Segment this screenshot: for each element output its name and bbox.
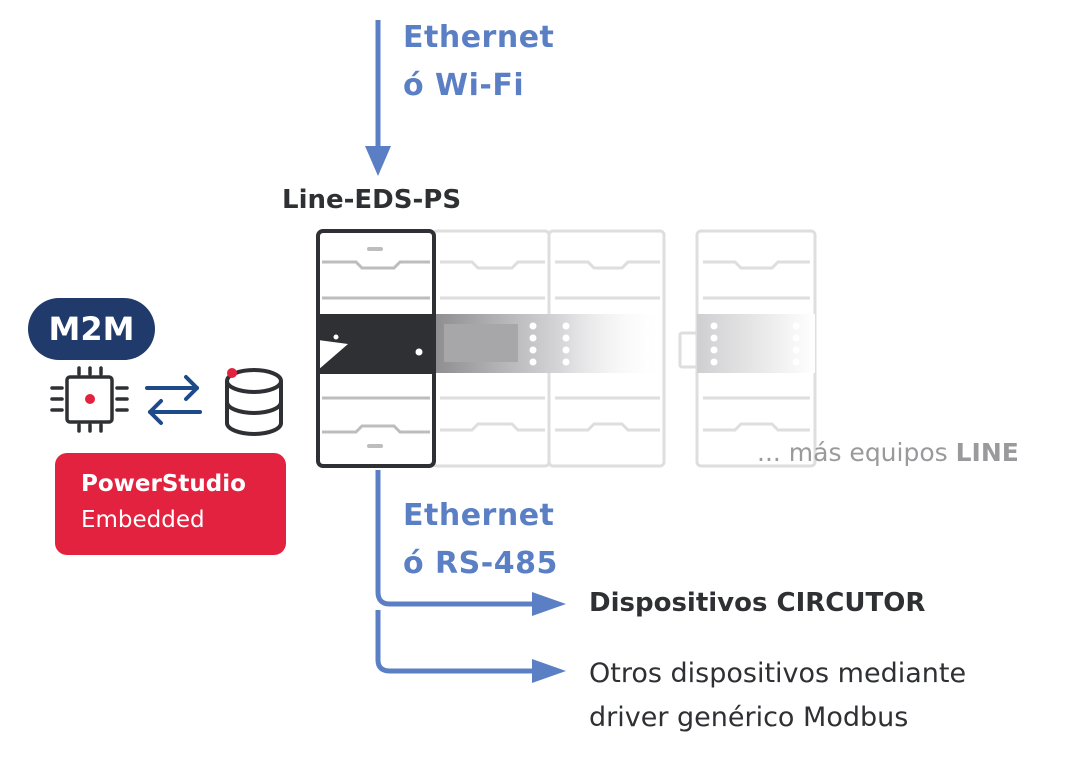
other-devices-line2: driver genérico Modbus <box>589 702 909 733</box>
arrow-head-modbus <box>532 659 566 683</box>
bottom-connection-line2: ó RS-485 <box>403 546 558 581</box>
database-alert-dot <box>227 368 237 378</box>
circutor-devices-label: Dispositivos CIRCUTOR <box>589 588 926 618</box>
more-devices-emphasis: LINE <box>955 438 1019 467</box>
module-display <box>444 324 518 362</box>
powerstudio-embedded-box: PowerStudio Embedded <box>55 453 286 555</box>
bottom-connection-arrows <box>375 470 534 674</box>
m2m-badge: M2M <box>28 298 155 360</box>
top-connection-line2: ó Wi-Fi <box>403 68 525 103</box>
other-devices-line1: Otros dispositivos mediante <box>589 658 967 689</box>
sync-arrows-icon <box>145 375 202 425</box>
bottom-connection-label: Ethernet ó RS-485 <box>403 492 558 588</box>
more-devices-label: ... más equipos LINE <box>757 438 1019 467</box>
powerstudio-subtitle: Embedded <box>81 507 205 533</box>
top-connection-line1: Ethernet <box>403 20 555 55</box>
powerstudio-title: PowerStudio <box>81 471 246 497</box>
device-label: Line-EDS-PS <box>282 185 462 215</box>
more-devices-prefix: ... más equipos <box>757 438 956 467</box>
arrow-head-circutor <box>532 592 566 616</box>
bottom-connection-line1: Ethernet <box>403 498 555 533</box>
chip-core-dot <box>85 394 95 404</box>
top-connection-label: Ethernet ó Wi-Fi <box>403 14 554 110</box>
other-devices-label: Otros dispositivos mediante driver genér… <box>589 652 966 740</box>
database-icon <box>225 368 283 436</box>
line-eds-ps-device <box>316 229 436 468</box>
top-connection-arrow <box>365 20 391 176</box>
chip-icon <box>50 366 129 433</box>
module-leds <box>529 322 800 366</box>
